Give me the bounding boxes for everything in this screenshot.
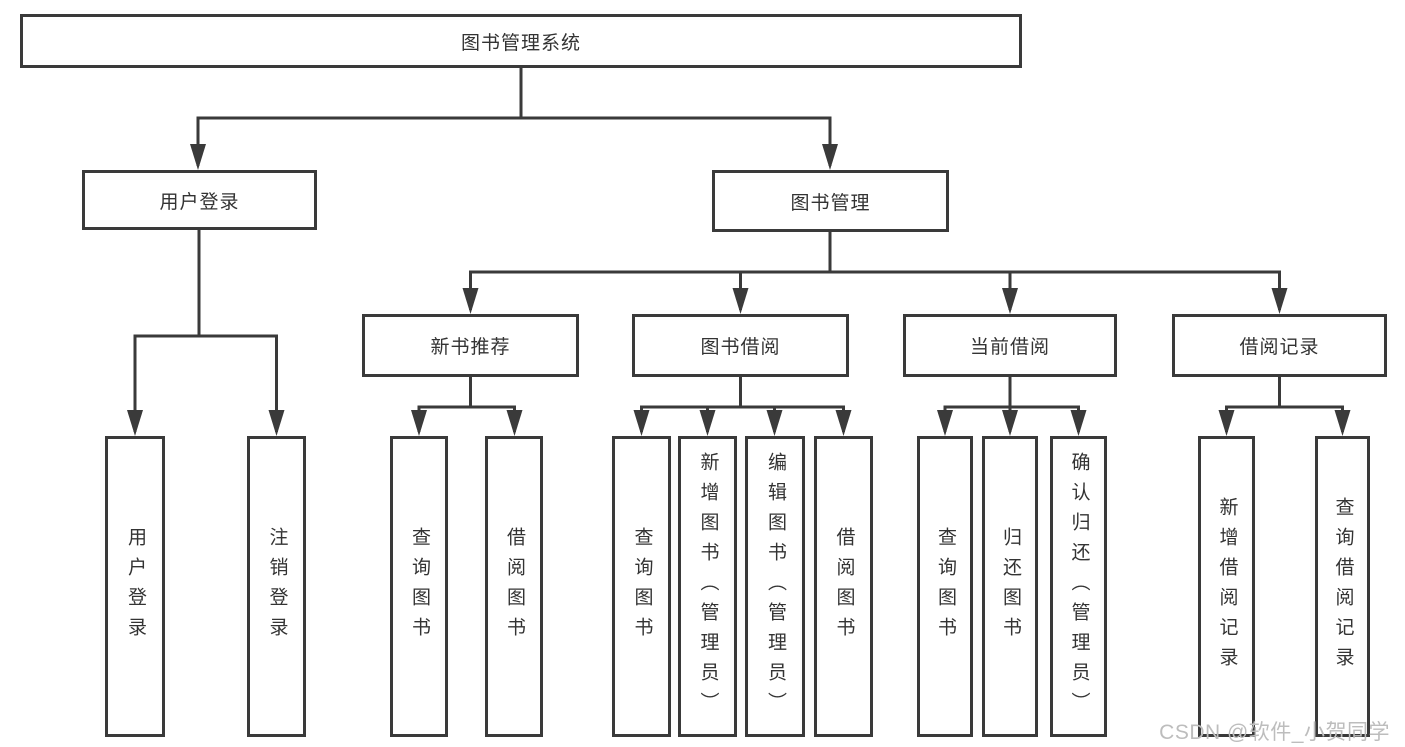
leaf-query-books: 查询图书 — [917, 436, 973, 737]
leaf-label: 查询借阅记录 — [1332, 496, 1354, 677]
leaf-label: 注销登录 — [266, 526, 288, 647]
leaf-label: 查询图书 — [934, 526, 956, 647]
leaf-edit-books-admin: 编辑图书（管理员） — [745, 436, 805, 737]
leaf-label: 查询图书 — [408, 526, 430, 647]
leaf-query-borrow-record: 查询借阅记录 — [1315, 436, 1370, 737]
leaf-label: 新增借阅记录 — [1216, 496, 1238, 677]
node-book-management: 图书管理 — [712, 170, 949, 232]
node-label: 借阅记录 — [1239, 337, 1320, 358]
leaf-user-login: 用户登录 — [105, 436, 165, 737]
node-label: 新书推荐 — [430, 337, 511, 358]
leaf-logout: 注销登录 — [247, 436, 306, 737]
leaf-label: 确认归还（管理员） — [1068, 451, 1090, 722]
leaf-label: 借阅图书 — [503, 526, 525, 647]
leaf-query-books: 查询图书 — [612, 436, 671, 737]
leaf-label: 借阅图书 — [833, 526, 855, 647]
node-current-borrowing: 当前借阅 — [903, 314, 1117, 377]
leaf-add-borrow-record: 新增借阅记录 — [1198, 436, 1255, 737]
leaf-borrow-books: 借阅图书 — [485, 436, 543, 737]
leaf-return-books: 归还图书 — [982, 436, 1038, 737]
csdn-watermark: CSDN @软件_小贺同学 — [1159, 721, 1390, 744]
leaf-label: 归还图书 — [999, 526, 1021, 647]
node-label: 当前借阅 — [969, 337, 1050, 358]
node-new-book-recommend: 新书推荐 — [362, 314, 579, 377]
node-label: 图书管理系统 — [460, 32, 581, 54]
node-book-borrowing: 图书借阅 — [632, 314, 849, 377]
node-label: 用户登录 — [159, 191, 240, 213]
node-label: 图书借阅 — [700, 337, 781, 358]
leaf-add-books-admin: 新增图书（管理员） — [678, 436, 737, 737]
leaf-label: 用户登录 — [124, 526, 146, 647]
leaf-query-books: 查询图书 — [390, 436, 448, 737]
leaf-confirm-return-admin: 确认归还（管理员） — [1050, 436, 1107, 737]
leaf-label: 查询图书 — [631, 526, 653, 647]
node-library-system: 图书管理系统 — [20, 14, 1022, 68]
node-borrow-records: 借阅记录 — [1172, 314, 1387, 377]
leaf-label: 新增图书（管理员） — [697, 451, 719, 722]
node-label: 图书管理 — [790, 192, 871, 214]
node-user-login: 用户登录 — [82, 170, 317, 230]
leaf-borrow-books: 借阅图书 — [814, 436, 873, 737]
leaf-label: 编辑图书（管理员） — [764, 451, 786, 722]
